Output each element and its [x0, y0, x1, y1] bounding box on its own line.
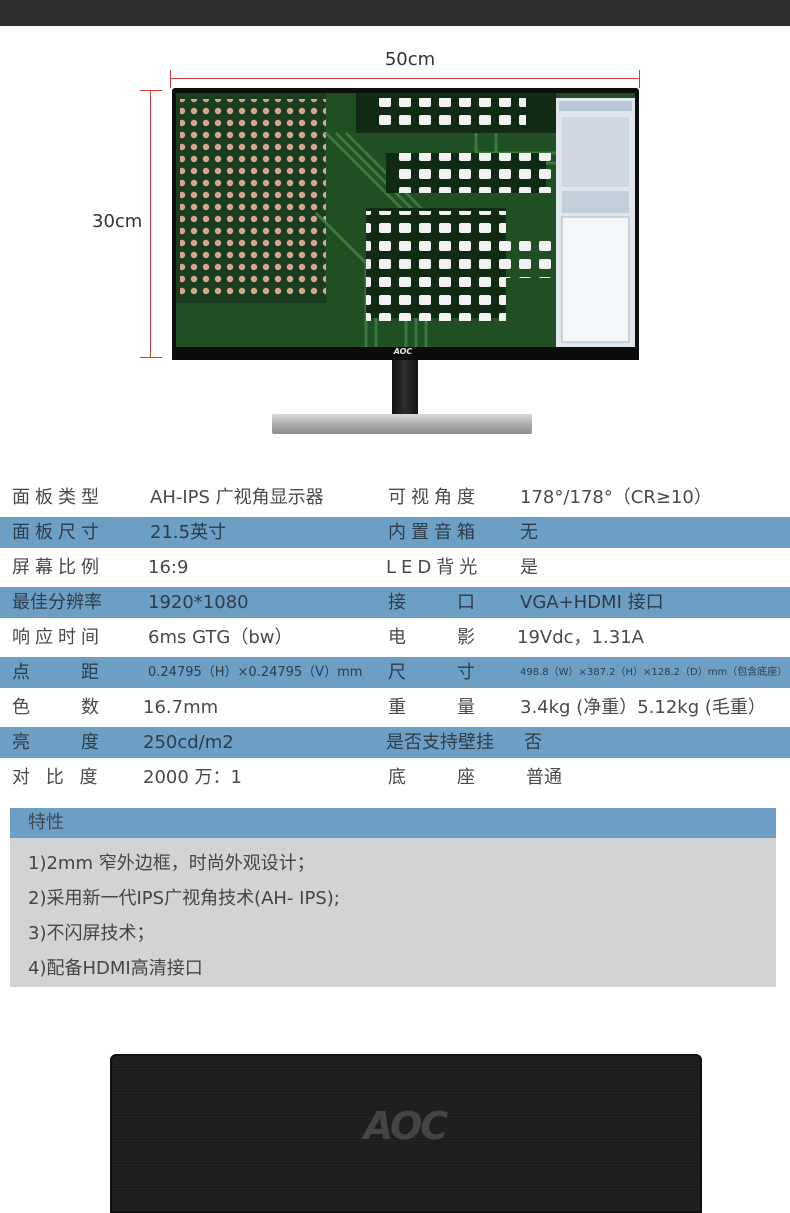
feature-item: 3)不闪屏技术； — [28, 923, 155, 944]
spec-value: VGA+HDMI 接口 — [520, 592, 664, 613]
spec-value: 16:9 — [148, 557, 189, 578]
monitor-stand-neck — [392, 360, 418, 420]
spec-row: 响应时间 6ms GTG（bw） 电 影 19Vdc，1.31A — [0, 622, 790, 653]
width-dimension-label: 50cm — [384, 49, 436, 70]
height-dimension-cap-bottom — [140, 357, 162, 358]
circuit-board-image — [176, 93, 635, 348]
feature-item: 2)采用新一代IPS广视角技术(AH- IPS); — [28, 888, 340, 909]
spec-row: 屏幕比例 16:9 LED背光 是 — [0, 552, 790, 583]
spec-label: LED背光 — [386, 557, 483, 578]
monitor-logo: AOC — [393, 347, 413, 356]
height-dimension-cap-top — [140, 90, 162, 91]
width-dimension-cap-left — [170, 70, 171, 88]
spec-label: 接 口 — [388, 592, 480, 613]
spec-label: 电 影 — [388, 627, 480, 648]
spec-label: 尺 寸 — [388, 662, 480, 683]
spec-value: AH-IPS 广视角显示器 — [150, 487, 324, 508]
spec-label: 底 座 — [388, 767, 480, 788]
monitor-chin — [172, 347, 639, 360]
monitor-back-photo — [110, 1054, 702, 1213]
spec-row: 面板类型 AH-IPS 广视角显示器 可视角度 178°/178°（CR≥10） — [0, 482, 790, 513]
spec-value: 1920*1080 — [148, 592, 249, 613]
feature-item: 1)2mm 窄外边框，时尚外观设计； — [28, 853, 315, 874]
spec-label: 亮 度 — [12, 732, 104, 753]
spec-value: 普通 — [526, 767, 562, 788]
height-dimension-label: 30cm — [92, 211, 143, 232]
spec-label: 响应时间 — [12, 627, 104, 648]
monitor-screen-image — [176, 93, 635, 348]
top-bar — [0, 0, 790, 26]
spec-value: 否 — [524, 732, 542, 753]
spec-value: 是 — [520, 557, 538, 578]
spec-label: 内置音箱 — [388, 522, 480, 543]
spec-row: 对 比 度 2000 万：1 底 座 普通 — [0, 762, 790, 793]
spec-value: 21.5英寸 — [150, 522, 227, 543]
brand-logo-large: AOC — [363, 1104, 448, 1148]
feature-item: 4)配备HDMI高清接口 — [28, 958, 203, 979]
spec-label: 色 数 — [12, 697, 104, 718]
width-dimension-line — [170, 78, 640, 79]
spec-value: 无 — [520, 522, 538, 543]
spec-label: 面板尺寸 — [12, 522, 104, 543]
spec-value: 3.4kg (净重）5.12kg (毛重） — [520, 697, 766, 718]
spec-row: 面板尺寸 21.5英寸 内置音箱 无 — [0, 517, 790, 548]
spec-label: 最佳分辨率 — [12, 592, 102, 613]
spec-row: 点 距 0.24795（H）×0.24795（V）mm 尺 寸 498.8（W）… — [0, 657, 790, 688]
spec-label: 是否支持壁挂 — [386, 732, 494, 753]
spec-value: 6ms GTG（bw） — [148, 627, 293, 648]
spec-value: 0.24795（H）×0.24795（V）mm — [148, 665, 363, 680]
spec-value: 250cd/m2 — [143, 732, 234, 753]
spec-label: 重 量 — [388, 697, 480, 718]
features-header: 特性 — [10, 808, 776, 838]
spec-label: 点 距 — [12, 662, 104, 683]
spec-row: 亮 度 250cd/m2 是否支持壁挂 否 — [0, 727, 790, 758]
width-dimension-cap-right — [639, 70, 640, 88]
monitor-stand-base — [272, 414, 532, 434]
features-title: 特性 — [28, 812, 64, 833]
spec-value: 178°/178°（CR≥10） — [520, 487, 712, 508]
spec-label: 对 比 度 — [12, 767, 103, 788]
height-dimension-line — [150, 90, 151, 358]
spec-value: 19Vdc，1.31A — [517, 627, 644, 648]
spec-value: 2000 万：1 — [143, 767, 242, 788]
spec-row: 最佳分辨率 1920*1080 接 口 VGA+HDMI 接口 — [0, 587, 790, 618]
spec-label: 屏幕比例 — [12, 557, 104, 578]
spec-row: 色 数 16.7mm 重 量 3.4kg (净重）5.12kg (毛重） — [0, 692, 790, 723]
spec-value: 16.7mm — [143, 697, 219, 718]
spec-value: 498.8（W）×387.2（H）×128.2（D）mm（包含底座） — [520, 667, 788, 678]
spec-label: 面板类型 — [12, 487, 104, 508]
spec-label: 可视角度 — [388, 487, 480, 508]
